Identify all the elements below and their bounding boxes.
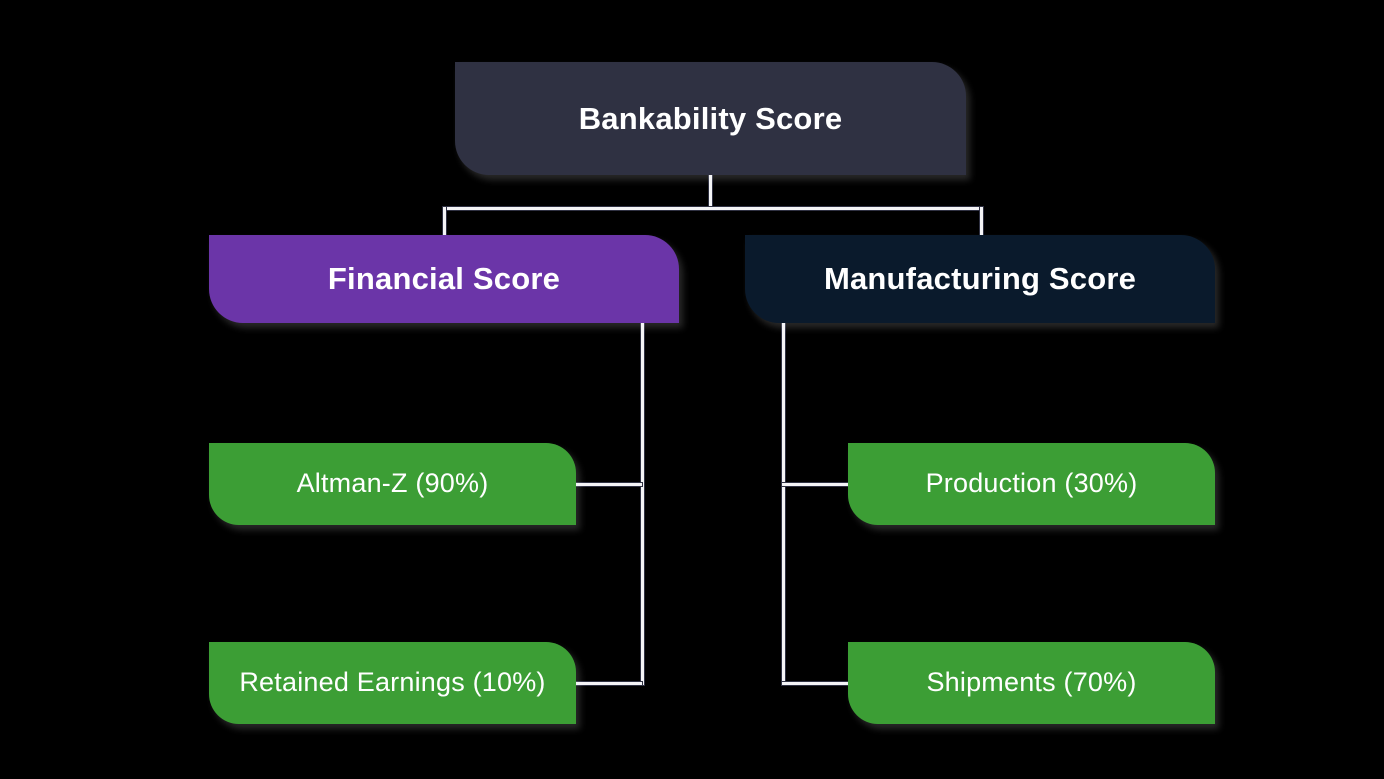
connector-manufacturing-to-production [782, 483, 848, 486]
node-label-altman-z: Altman-Z (90%) [296, 468, 489, 499]
connector-manufacturing-to-shipments [782, 682, 848, 685]
connector-to-manufacturing [980, 207, 983, 237]
node-label-production: Production (30%) [925, 468, 1138, 499]
node-financial-score[interactable]: Financial Score [209, 235, 679, 323]
node-manufacturing-score[interactable]: Manufacturing Score [745, 235, 1215, 323]
node-retained-earnings[interactable]: Retained Earnings (10%) [209, 642, 576, 724]
node-bankability-score[interactable]: Bankability Score [455, 62, 966, 175]
connector-financial-trunk [641, 323, 644, 685]
node-label-financial-score: Financial Score [327, 261, 561, 297]
connector-root-bus [443, 207, 983, 210]
connector-to-financial [443, 207, 446, 237]
connector-financial-to-altmanz [576, 483, 642, 486]
node-label-retained-earnings: Retained Earnings (10%) [239, 667, 546, 698]
node-label-bankability-score: Bankability Score [578, 100, 843, 136]
node-shipments[interactable]: Shipments (70%) [848, 642, 1215, 724]
node-label-manufacturing-score: Manufacturing Score [823, 261, 1137, 297]
connector-manufacturing-trunk [782, 323, 785, 685]
node-production[interactable]: Production (30%) [848, 443, 1215, 525]
connector-financial-to-retained [576, 682, 642, 685]
connector-root-stem [709, 175, 712, 209]
node-label-shipments: Shipments (70%) [926, 667, 1137, 698]
node-altman-z[interactable]: Altman-Z (90%) [209, 443, 576, 525]
